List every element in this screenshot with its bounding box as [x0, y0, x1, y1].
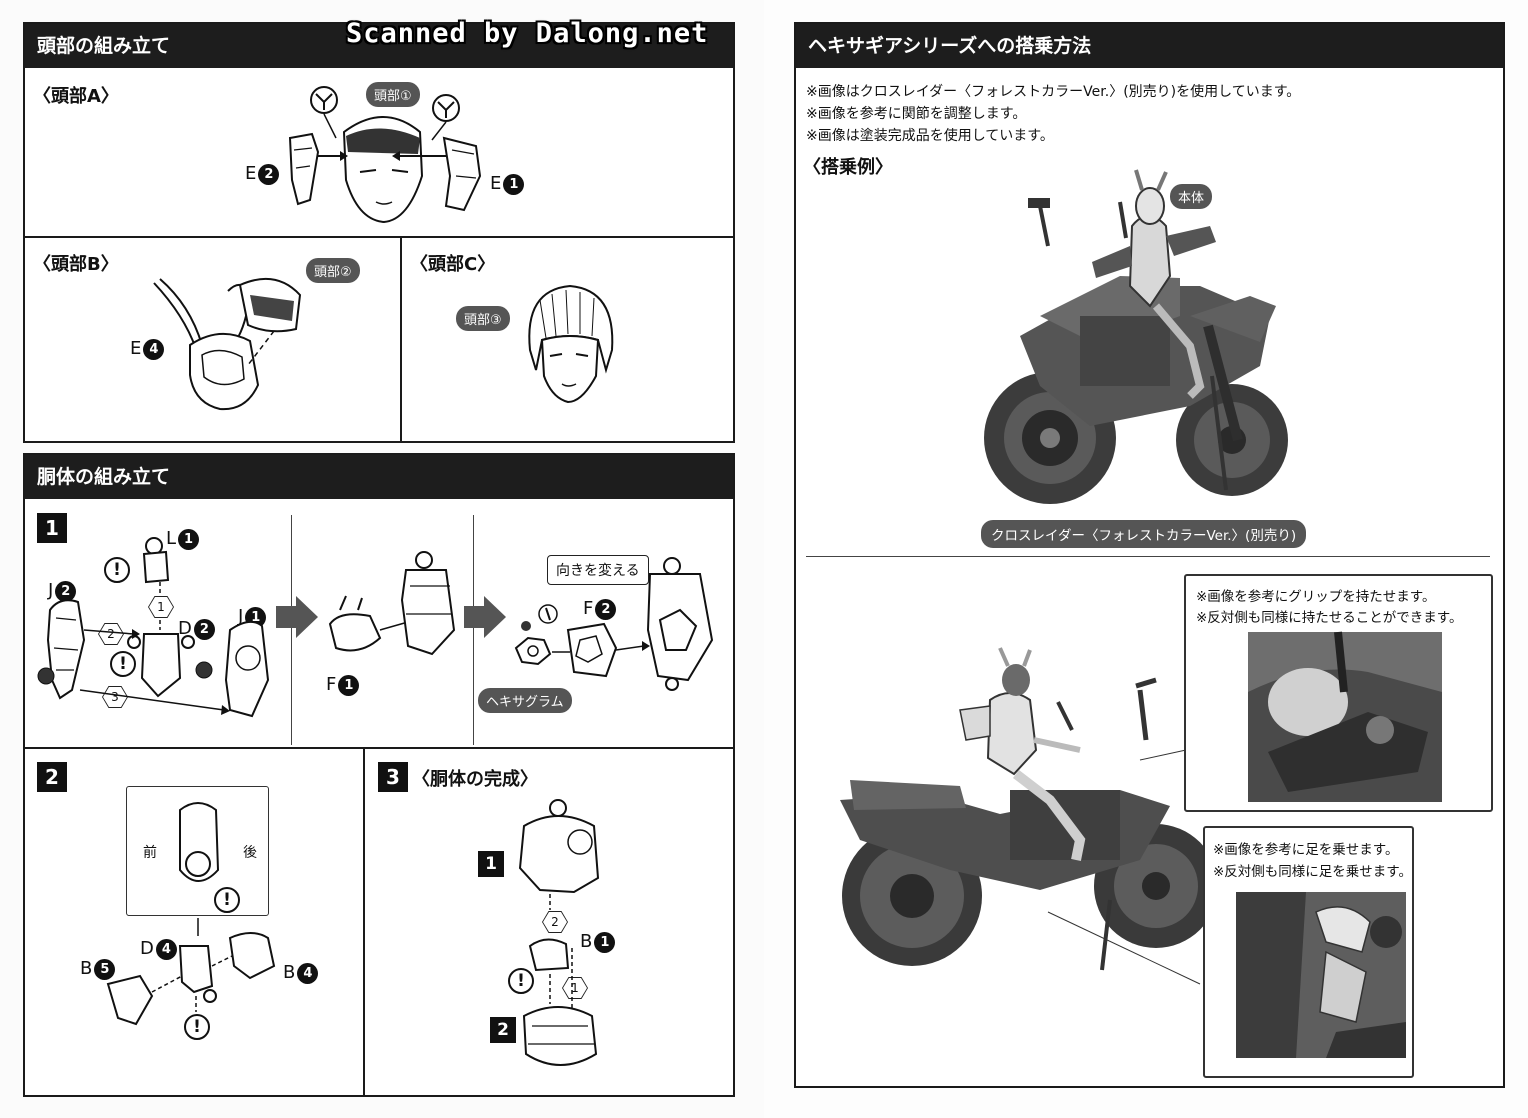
rotate-callout: 向きを変える [547, 555, 649, 585]
step-3-substep-2: 2 [490, 1017, 516, 1043]
step-1-illustration [37, 537, 714, 718]
grip-note-1: ※画像を参考にグリップを持たせます。 [1196, 589, 1436, 605]
step-3-substep-1: 1 [478, 851, 504, 877]
head-c-tag: 頭部③ [456, 306, 510, 331]
foot-note-2: ※反対側も同様に足を乗せます。 [1213, 864, 1412, 880]
bike-caption: クロスレイダー〈フォレストカラーVer.〉(別売り) [981, 520, 1307, 548]
head-b-heading: 〈頭部B〉 [33, 254, 119, 275]
torso-assembly-title: 胴体の組み立て [25, 455, 733, 499]
head-divider-horizontal [25, 236, 733, 238]
step-3-number: 3 [378, 762, 408, 792]
warning-icon: ! [104, 557, 130, 583]
head-c-illustration [528, 284, 614, 404]
step-2-illustration [106, 802, 276, 1026]
step1-separator-1 [291, 515, 292, 745]
note-line-1: ※画像はクロスレイダー〈フォレストカラーVer.〉(別売り)を使用しています。 [806, 84, 1301, 100]
head-assembly-title: 頭部の組み立て [25, 24, 733, 68]
front-label: 前 [143, 845, 157, 861]
watermark: Scanned by Dalong.net [346, 18, 709, 49]
step-1-number: 1 [37, 513, 67, 543]
grip-note-2: ※反対側も同様に持たせることができます。 [1196, 610, 1463, 626]
back-label: 後 [243, 845, 257, 861]
head-a-heading: 〈頭部A〉 [33, 86, 119, 107]
hexagram-tag: ヘキサグラム [478, 688, 572, 713]
note-line-3: ※画像は塗装完成品を使用しています。 [806, 128, 1054, 144]
head-c-heading: 〈頭部C〉 [410, 254, 496, 275]
head-b-tag: 頭部② [306, 258, 360, 283]
head-a-illustration [288, 86, 482, 224]
order-mark-3: 3 [103, 687, 127, 707]
grip-detail-photo [1248, 631, 1442, 802]
order-mark-1: 1 [563, 978, 587, 998]
riding-section-title: ヘキサギアシリーズへの搭乗方法 [796, 24, 1503, 68]
warning-icon: ! [184, 1014, 210, 1040]
foot-note-1: ※画像を参考に足を乗せます。 [1213, 842, 1399, 858]
warning-icon: ! [508, 968, 534, 994]
bike-photo-bottom [840, 647, 1218, 985]
head-b-illustration [153, 278, 302, 411]
body-tag: 本体 [1170, 184, 1213, 209]
head-a-tag: 頭部① [366, 82, 420, 107]
order-mark-1: 1 [149, 597, 173, 617]
right-page-divider [806, 556, 1490, 557]
warning-icon: ! [110, 651, 136, 677]
note-line-2: ※画像を参考に関節を調整します。 [806, 106, 1027, 122]
order-mark-2: 2 [99, 624, 123, 644]
torso-complete-heading: 〈胴体の完成〉 [412, 769, 538, 790]
torso-divider-horizontal [25, 747, 733, 749]
example-heading: 〈搭乗例〉 [803, 157, 893, 178]
head-divider-vertical [400, 236, 402, 441]
step1-separator-2 [473, 515, 474, 745]
warning-icon: ! [214, 887, 240, 913]
step-2-number: 2 [37, 762, 67, 792]
order-mark-2: 2 [543, 912, 567, 932]
bike-photo-top [984, 169, 1288, 504]
torso-divider-vertical [363, 747, 365, 1095]
foot-detail-photo [1236, 892, 1406, 1058]
step-3-illustration [518, 799, 600, 1066]
